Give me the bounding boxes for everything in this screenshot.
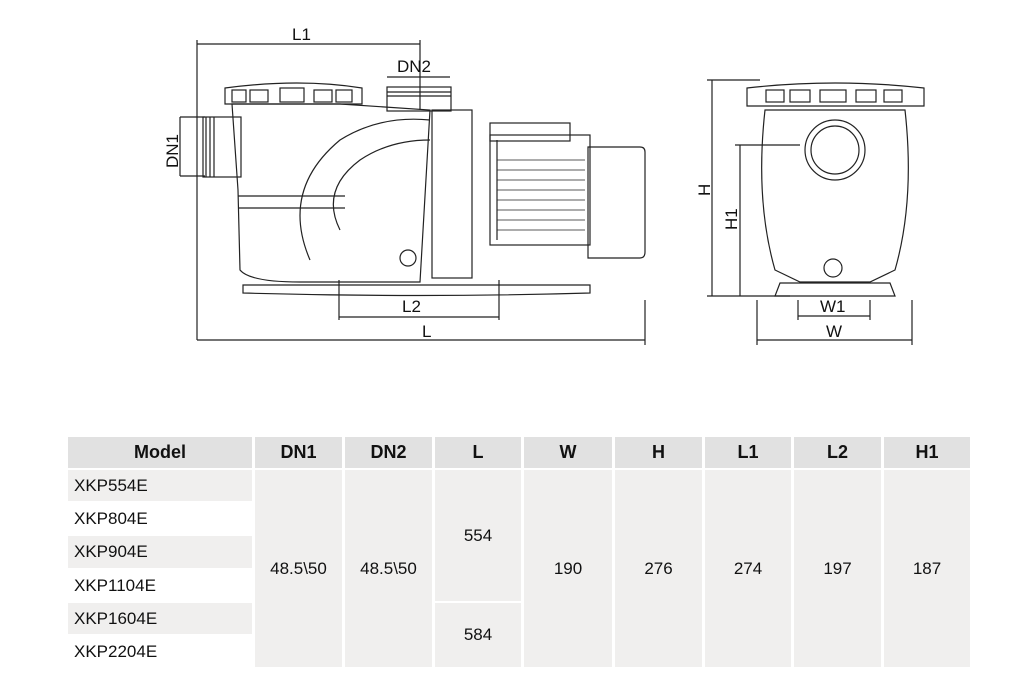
side-view xyxy=(179,40,646,345)
model-cell: XKP1104E xyxy=(68,570,252,602)
label-dn2: DN2 xyxy=(397,57,431,76)
label-l: L xyxy=(422,322,431,341)
h1-value: 187 xyxy=(884,470,970,667)
dn1-value: 48.5\50 xyxy=(255,470,342,667)
header-l2: L2 xyxy=(794,437,881,468)
front-view xyxy=(707,79,925,345)
model-cell: XKP904E xyxy=(68,536,252,568)
header-dn1: DN1 xyxy=(255,437,342,468)
label-w: W xyxy=(826,322,842,341)
pump-drawing: L1 DN2 DN1 L2 L H H1 W1 W xyxy=(163,25,925,345)
l-value: 584 xyxy=(435,603,521,667)
model-cell: XKP1604E xyxy=(68,603,252,634)
header-h: H xyxy=(615,437,702,468)
header-l1: L1 xyxy=(705,437,791,468)
l1-value: 274 xyxy=(705,470,791,667)
l-value: 554 xyxy=(435,470,521,601)
model-cell: XKP554E xyxy=(68,470,252,501)
header-l: L xyxy=(435,437,521,468)
l2-value: 197 xyxy=(794,470,881,667)
label-l1: L1 xyxy=(292,25,311,44)
model-cell: XKP2204E xyxy=(68,636,252,667)
w-value: 190 xyxy=(524,470,612,667)
header-h1: H1 xyxy=(884,437,970,468)
label-dn1: DN1 xyxy=(163,134,182,168)
label-l2: L2 xyxy=(402,297,421,316)
dn2-value: 48.5\50 xyxy=(345,470,432,667)
label-w1: W1 xyxy=(820,297,846,316)
header-w: W xyxy=(524,437,612,468)
header-model: Model xyxy=(68,437,252,468)
label-h1: H1 xyxy=(722,208,741,230)
h-value: 276 xyxy=(615,470,702,667)
header-dn2: DN2 xyxy=(345,437,432,468)
model-cell: XKP804E xyxy=(68,503,252,535)
label-h: H xyxy=(695,184,714,196)
